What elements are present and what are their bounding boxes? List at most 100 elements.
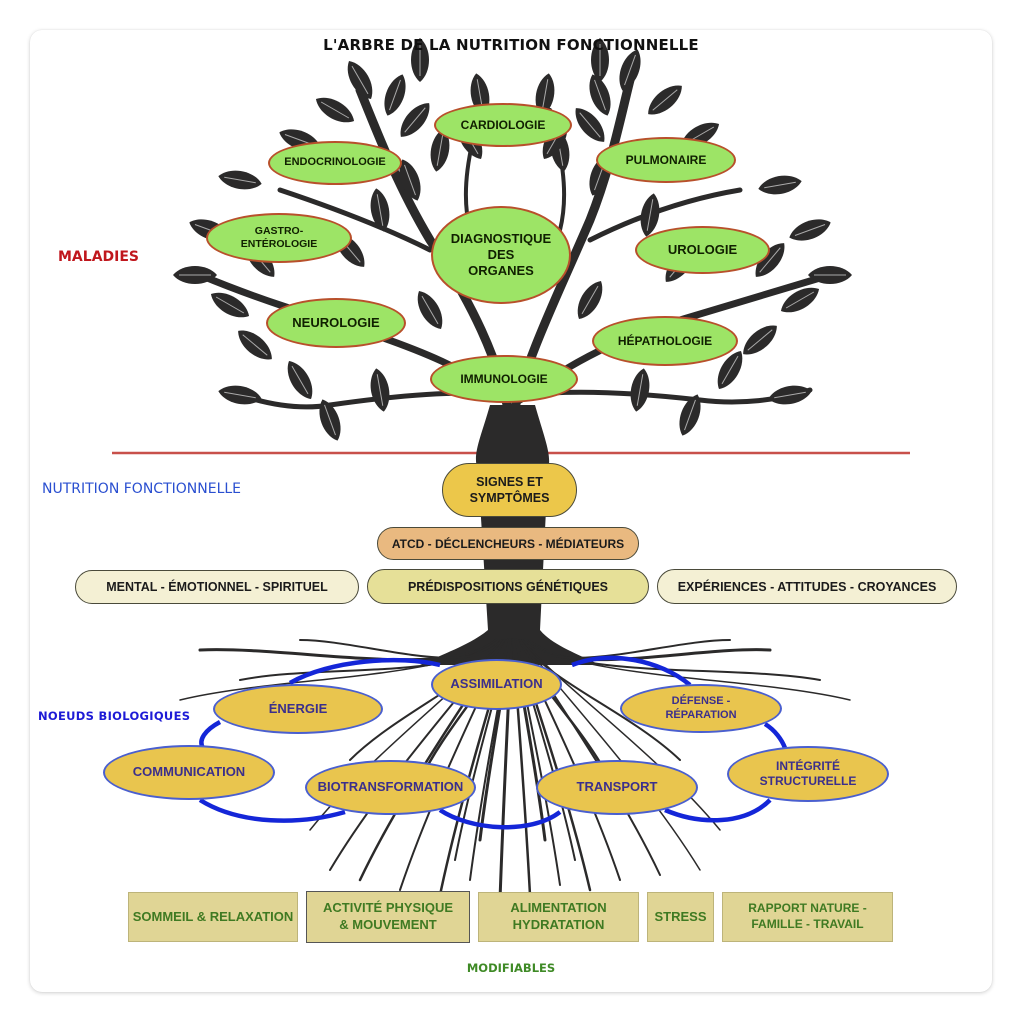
root-strand xyxy=(198,638,498,662)
modifiable-label-line: ACTIVITÉ PHYSIQUE xyxy=(322,900,454,916)
leaf-vein xyxy=(794,224,826,236)
root-strand xyxy=(299,639,503,659)
leaf-vein xyxy=(389,79,401,111)
node-label-line: RÉPARATION xyxy=(665,708,737,721)
root-strand xyxy=(349,639,505,761)
root-strand xyxy=(513,639,561,886)
leaf-vein xyxy=(684,399,696,431)
disease-label: HÉPATHOLOGIE xyxy=(617,333,713,348)
leaf-vein xyxy=(404,164,416,196)
modifiable-rapport: RAPPORT NATURE -FAMILLE - TRAVAIL xyxy=(722,892,893,942)
modifiables-label: MODIFIABLES xyxy=(466,961,556,975)
node-communication: COMMUNICATION xyxy=(103,745,275,800)
disease-label-line: DES xyxy=(487,246,515,262)
leaf-vein xyxy=(404,107,426,133)
modifiable-label: ACTIVITÉ PHYSIQUE& MOUVEMENT xyxy=(323,900,453,934)
modifiable-stress: STRESS xyxy=(647,892,714,942)
node-assimilation: ASSIMILATION xyxy=(431,659,562,710)
disease-label: PULMONAIRE xyxy=(625,152,707,167)
node-ring-connectors xyxy=(198,655,788,830)
root-strand xyxy=(512,638,547,842)
leaf-vein xyxy=(581,285,599,315)
node-label-line: INTÉGRITÉ xyxy=(775,759,840,773)
modifiable-label: RAPPORT NATURE -FAMILLE - TRAVAIL xyxy=(748,901,866,932)
leaf-vein xyxy=(376,374,384,406)
experiences-badge: EXPÉRIENCES - ATTITUDES - CROYANCES xyxy=(657,569,957,604)
root-strand xyxy=(454,639,511,861)
disease-label: NEUROLOGIE xyxy=(292,314,380,330)
leaf-vein xyxy=(646,199,654,231)
root-strand xyxy=(521,639,721,831)
atcd-label: ATCD - DÉCLENCHEURS - MÉDIATEURS xyxy=(391,536,625,551)
root-strand xyxy=(511,638,532,897)
leaf-vein xyxy=(324,404,336,436)
leaf-vein xyxy=(242,334,268,356)
leaf-vein xyxy=(541,79,549,111)
leaf-vein xyxy=(764,181,796,189)
root-strand xyxy=(521,639,731,659)
node-label: ASSIMILATION xyxy=(450,676,543,692)
mental-label: MENTAL - ÉMOTIONNEL - SPIRITUEL xyxy=(106,580,328,594)
noeuds-biologiques-label: NOEUDS BIOLOGIQUES xyxy=(38,709,191,723)
leaf-vein xyxy=(436,134,444,166)
disease-label: ENDOCRINOLOGIE xyxy=(284,156,386,169)
atcd-badge: ATCD - DÉCLENCHEURS - MÉDIATEURS xyxy=(377,527,639,560)
leaf-vein xyxy=(351,65,369,95)
node-defense-reparation: DÉFENSE -RÉPARATION xyxy=(620,684,782,733)
modifiable-activite: ACTIVITÉ PHYSIQUE& MOUVEMENT xyxy=(306,891,470,943)
signes-line: SIGNES ET xyxy=(476,474,543,489)
leaf-vein xyxy=(759,247,781,273)
nutrition-fonctionnelle-label: NUTRITION FONCTIONNELLE xyxy=(42,481,242,497)
node-transport: TRANSPORT xyxy=(536,760,698,815)
leaf-vein xyxy=(224,391,256,399)
node-energie: ÉNERGIE xyxy=(213,684,383,734)
root-strand xyxy=(518,639,661,876)
disease-label: CARDIOLOGIE xyxy=(460,117,546,132)
disease-gastro-enterologie: GASTRO-ENTÉROLOGIE xyxy=(206,213,352,263)
predispositions-label: PRÉDISPOSITIONS GÉNÉTIQUES xyxy=(407,579,609,594)
disease-label-line: ENTÉROLOGIE xyxy=(240,238,318,250)
disease-urologie: UROLOGIE xyxy=(635,226,770,274)
node-label-line: STRUCTURELLE xyxy=(759,774,857,788)
root-strand xyxy=(478,638,512,842)
root-strand xyxy=(526,639,821,681)
disease-label-line: ORGANES xyxy=(468,263,534,279)
signes-symptomes-label: SIGNES ET SYMPTÔMES xyxy=(470,474,550,507)
disease-label: UROLOGIE xyxy=(667,241,738,257)
disease-neurologie: NEUROLOGIE xyxy=(266,298,406,348)
leaf-vein xyxy=(721,355,739,385)
signes-line: SYMPTÔMES xyxy=(469,491,550,505)
disease-label: GASTRO-ENTÉROLOGIE xyxy=(241,225,317,251)
leaf-vein xyxy=(320,101,350,119)
experiences-label: EXPÉRIENCES - ATTITUDES - CROYANCES xyxy=(677,579,937,594)
root-strand xyxy=(239,639,500,681)
modifiable-label: STRESS xyxy=(654,908,707,924)
signes-symptomes-badge: SIGNES ET SYMPTÔMES xyxy=(442,463,577,517)
node-label: ÉNERGIE xyxy=(268,700,328,716)
modifiable-label-line: HYDRATATION xyxy=(512,917,605,932)
disease-immunologie: IMMUNOLOGIE xyxy=(430,355,578,403)
node-label-line: DÉFENSE - xyxy=(671,694,731,707)
disease-hepathologie: HÉPATHOLOGIE xyxy=(592,316,738,366)
disease-cardiologie: CARDIOLOGIE xyxy=(434,103,572,147)
disease-pulmonaire: PULMONAIRE xyxy=(596,137,736,183)
node-label: BIOTRANSFORMATION xyxy=(317,779,464,795)
modifiable-label-line: & MOUVEMENT xyxy=(339,917,437,932)
root-strand xyxy=(519,639,681,761)
disease-label: IMMUNOLOGIE xyxy=(460,371,548,386)
modifiable-label-line: FAMILLE - TRAVAIL xyxy=(751,917,864,931)
modifiable-label: SOMMEIL & RELAXATION xyxy=(132,908,294,924)
maladies-label: MALADIES xyxy=(58,249,139,265)
node-biotransformation: BIOTRANSFORMATION xyxy=(305,760,476,815)
mental-badge: MENTAL - ÉMOTIONNEL - SPIRITUEL xyxy=(75,570,359,604)
leaf-vein xyxy=(224,176,256,184)
node-label: COMMUNICATION xyxy=(132,764,246,780)
leaf-vein xyxy=(594,79,606,111)
leaf-vein xyxy=(774,391,806,399)
leaf-vein xyxy=(636,374,644,406)
